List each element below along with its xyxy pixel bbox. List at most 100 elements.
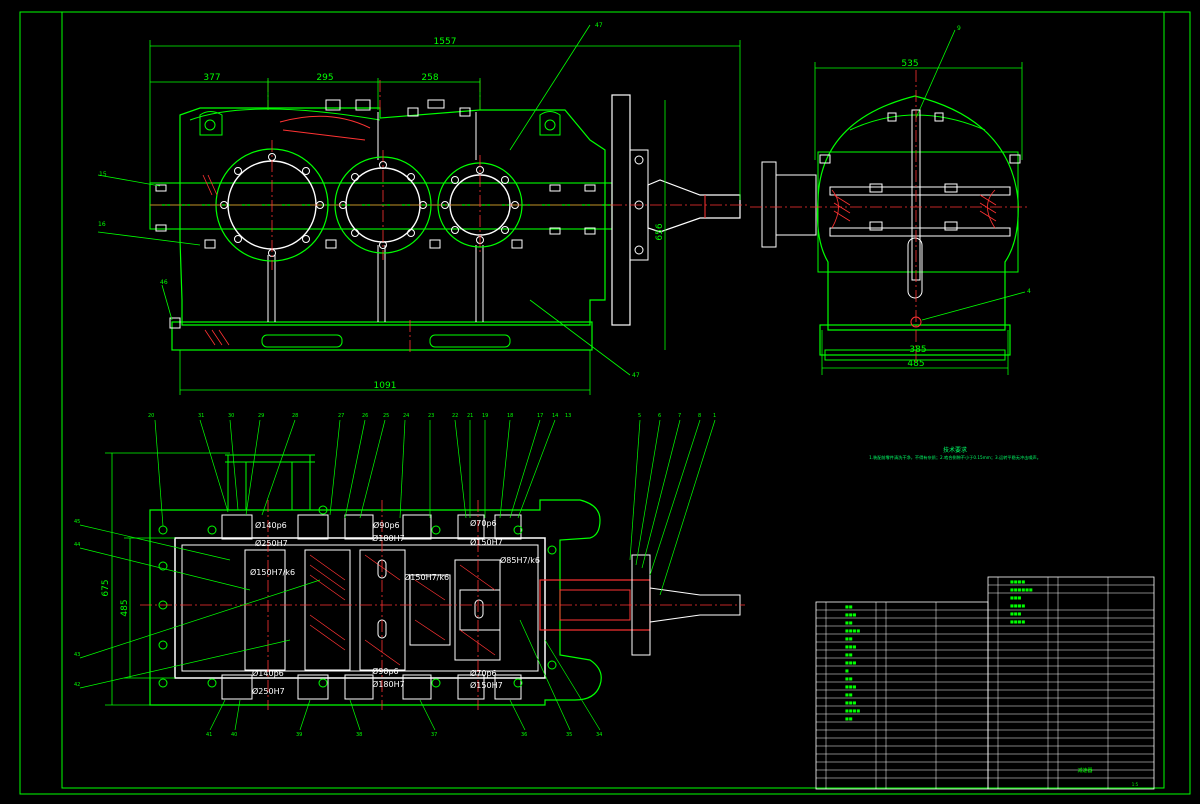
fit-label: Ø180H7 [372,679,405,689]
fit-label: Ø250H7 [252,686,285,696]
svg-text:■: ■ [845,668,849,673]
balloon-top: 17 [537,413,543,419]
dim-inner-base: 385 [909,345,926,355]
fit-label: Ø150H7/k6 [404,572,449,582]
balloon-right: 7 [678,413,681,419]
fit-label: Ø150H7 [470,537,503,547]
dim-height: 656 [655,223,665,240]
svg-text:■■■■: ■■■■ [845,708,860,713]
notes-title: 技术要求 [943,446,967,454]
dim-plan-height-total: 675 [101,579,111,596]
balloon-left: 44 [74,542,80,548]
balloon-46: 46 [160,279,168,286]
svg-text:■■■: ■■■ [845,700,857,705]
balloon-4: 4 [1027,288,1031,295]
svg-text:■■: ■■ [845,716,853,721]
balloon-bottom: 35 [566,732,572,738]
dim-top-width: 535 [901,59,918,69]
svg-text:■■: ■■ [845,676,853,681]
balloon-top: 19 [482,413,488,419]
fit-label: Ø150H7/k6 [250,567,295,577]
balloon-15: 15 [99,171,107,178]
balloon-top: 24 [403,413,409,419]
title-block: ■■■■■■■ ■■■■■■■■■ ■■■■■■ ■■■■■■■ ■■■■■■■… [815,576,1155,790]
notes-text: 1.装配前零件清洗干净，不得有杂质；2.啮合侧隙不小于0.15mm；3.运转平稳… [869,454,1041,461]
balloon-top: 14 [552,413,558,419]
balloon-top: 23 [428,413,434,419]
title-ratio: 1:5 [1132,782,1139,787]
dim-segment-b: 295 [316,73,333,83]
front-view: 1557 377 295 258 1091 656 15 47 16 46 47 [97,22,956,395]
balloon-47a: 47 [595,22,603,29]
inner-border [61,11,1165,789]
svg-text:■■: ■■ [845,652,853,657]
balloon-16: 16 [98,221,106,228]
balloon-top: 21 [467,413,473,419]
balloon-left: 43 [74,652,80,658]
technical-requirements: 技术要求 1.装配前零件清洗干净，不得有杂质；2.啮合侧隙不小于0.15mm；3… [869,446,1041,461]
balloon-top: 31 [198,413,204,419]
balloon-bottom: 38 [356,732,362,738]
fit-label: Ø250H7 [255,538,288,548]
dim-overall-length: 1557 [434,37,457,47]
svg-text:■■■■■■: ■■■■■■ [1010,587,1033,592]
dim-segment-c: 258 [421,73,438,83]
balloon-top: 18 [507,413,513,419]
fit-label: Ø70p6 [470,668,497,678]
fit-label: Ø150H7 [470,680,503,690]
dim-plan-height-inner: 485 [120,599,130,616]
balloon-top: 26 [362,413,368,419]
title-name: 减速器 [1077,767,1092,774]
balloon-right: 5 [638,413,641,419]
svg-text:■■■: ■■■ [1010,595,1022,600]
balloon-top: 30 [228,413,234,419]
dim-outer-base: 485 [907,359,924,369]
svg-text:■■■■: ■■■■ [1010,579,1025,584]
balloon-left: 42 [74,682,80,688]
svg-text:■■: ■■ [845,636,853,641]
balloon-top: 22 [452,413,458,419]
balloon-9: 9 [957,25,961,32]
balloon-bottom: 41 [206,732,212,738]
balloon-bottom: 39 [296,732,302,738]
svg-text:■■: ■■ [845,604,853,609]
side-view: 535 385 485 9 4 [750,25,1031,375]
svg-text:■■■: ■■■ [845,644,857,649]
balloon-bottom: 40 [231,732,237,738]
fit-label: Ø140p6 [252,668,284,678]
plan-view: Ø140p6 Ø250H7 Ø150H7/k6 Ø90p6 Ø180H7 Ø15… [74,413,745,738]
fit-label: Ø85H7/k6 [500,555,540,565]
balloon-bottom: 34 [596,732,602,738]
balloon-top: 20 [148,413,154,419]
fit-label: Ø90p6 [372,666,399,676]
balloon-right: 1 [713,413,716,419]
balloon-right: 6 [658,413,661,419]
balloon-top: 29 [258,413,264,419]
svg-text:■■■■: ■■■■ [1010,603,1025,608]
svg-text:■■■■: ■■■■ [845,628,860,633]
svg-text:■■■: ■■■ [1010,611,1022,616]
fit-label: Ø180H7 [372,533,405,543]
balloon-47b: 47 [632,372,640,379]
svg-text:■■■: ■■■ [845,684,857,689]
balloon-top: 27 [338,413,344,419]
fit-label: Ø90p6 [373,520,400,530]
balloon-top: 13 [565,413,571,419]
svg-text:■■: ■■ [845,692,853,697]
dim-segment-a: 377 [203,73,220,83]
svg-text:■■: ■■ [845,620,853,625]
fit-label: Ø140p6 [255,520,287,530]
balloon-right: 8 [698,413,701,419]
balloon-bottom: 36 [521,732,527,738]
dim-base-length: 1091 [374,381,397,391]
balloon-bottom: 37 [431,732,437,738]
balloon-left: 45 [74,519,80,525]
fit-label: Ø70p6 [470,518,497,528]
outer-border [19,11,1191,795]
svg-text:■■■: ■■■ [845,612,857,617]
balloon-top: 25 [383,413,389,419]
svg-text:■■■: ■■■ [845,660,857,665]
svg-text:■■■■: ■■■■ [1010,619,1025,624]
